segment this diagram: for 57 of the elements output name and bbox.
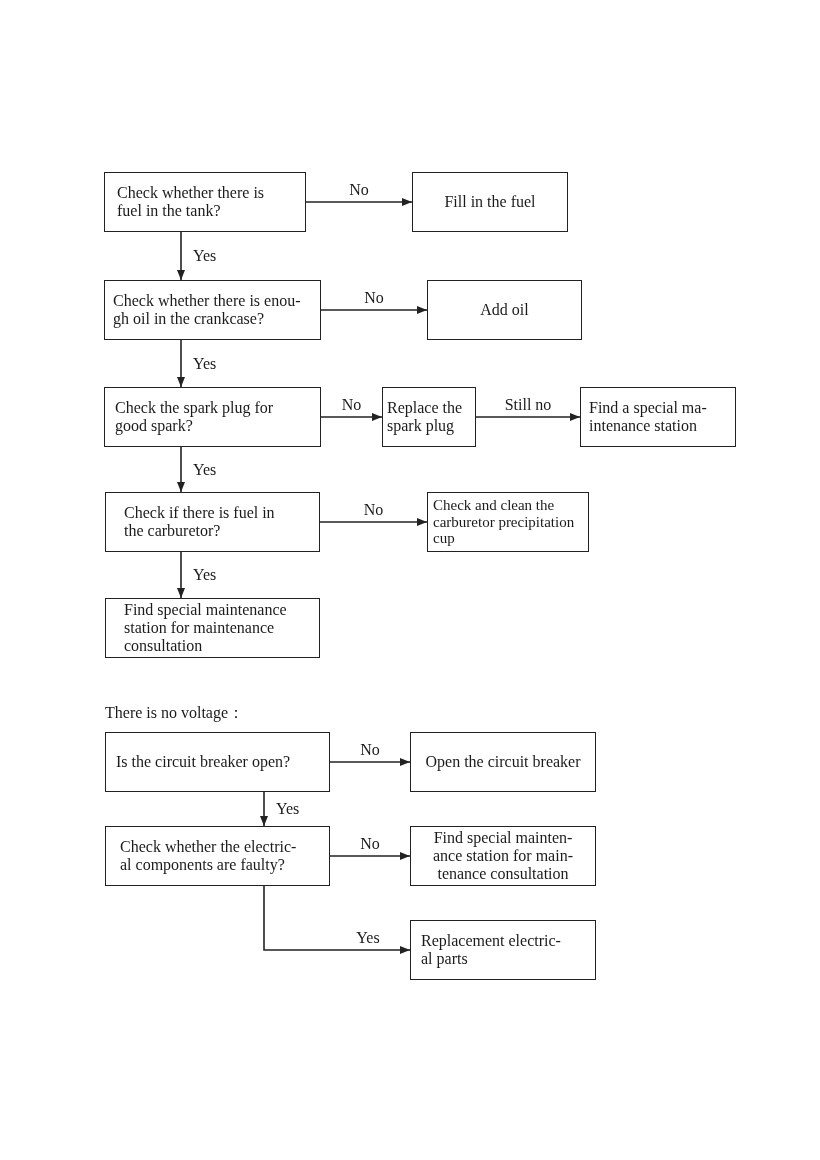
arrow	[263, 885, 411, 954]
arrow	[177, 231, 185, 281]
step-text: Check whether the electric-al components are faulty?	[120, 838, 297, 873]
arrow	[329, 758, 411, 766]
step-text: Fill in the fuel	[444, 193, 536, 211]
step-text: Check if there is fuel in the carburetor?	[124, 504, 275, 539]
edge-label: Still no	[504, 396, 552, 414]
process-box	[105, 826, 330, 886]
arrow	[319, 518, 428, 526]
step-text: Open the circuit breaker	[425, 753, 581, 771]
edge-label: Yes	[193, 247, 217, 265]
arrow	[475, 413, 581, 421]
step-text: Is the circuit breaker open?	[116, 753, 291, 771]
step-text: Replacement electric-al parts	[421, 932, 561, 967]
process-box	[410, 920, 596, 980]
process-box	[412, 172, 568, 232]
process-box	[410, 826, 596, 886]
process-box	[382, 387, 476, 447]
process-box	[105, 492, 320, 552]
process-box	[580, 387, 736, 447]
process-box	[427, 280, 582, 340]
arrow	[320, 306, 428, 314]
process-box	[104, 387, 321, 447]
process-box	[104, 280, 321, 340]
arrow	[329, 852, 411, 860]
arrow	[305, 198, 413, 206]
process-box	[105, 598, 320, 658]
step-text: Add oil	[480, 301, 529, 319]
section-heading: There is no voltage：	[105, 704, 245, 723]
step-text: Check whether there is fuel in the tank?	[117, 184, 265, 219]
arrow	[177, 446, 185, 493]
step-text: Check the spark plug for good spark?	[115, 399, 274, 434]
step-text: Check and clean the carburetor precipitation cup	[433, 496, 575, 547]
edge-label: Yes	[193, 460, 217, 479]
arrow	[177, 551, 185, 599]
edge-label: No	[341, 396, 362, 414]
process-box	[427, 492, 589, 552]
edge-label: No	[349, 181, 369, 199]
step-text: Find a special ma-intenance station	[589, 399, 707, 434]
arrow	[260, 791, 268, 827]
process-box	[410, 732, 596, 792]
edge-label: No	[364, 289, 384, 307]
step-text: Check whether there is enou-gh oil in the crankcase?	[113, 292, 301, 327]
step-text: Replace the spark plug	[387, 399, 463, 434]
edge-label: Yes	[193, 566, 217, 584]
edge-label: No	[360, 835, 380, 853]
edge-label: No	[363, 501, 384, 519]
process-box	[105, 732, 330, 792]
step-text: Find special mainten-ance station for main-tenance consultation	[433, 829, 573, 882]
edge-label: Yes	[193, 354, 217, 373]
process-box	[104, 172, 306, 232]
step-text: Find special maintenance station for maintenance consultation	[124, 601, 287, 654]
edge-label: No	[360, 741, 380, 759]
edge-label: Yes	[356, 929, 380, 947]
edge-label: Yes	[276, 800, 300, 818]
arrow	[320, 413, 383, 421]
arrow	[177, 339, 185, 388]
